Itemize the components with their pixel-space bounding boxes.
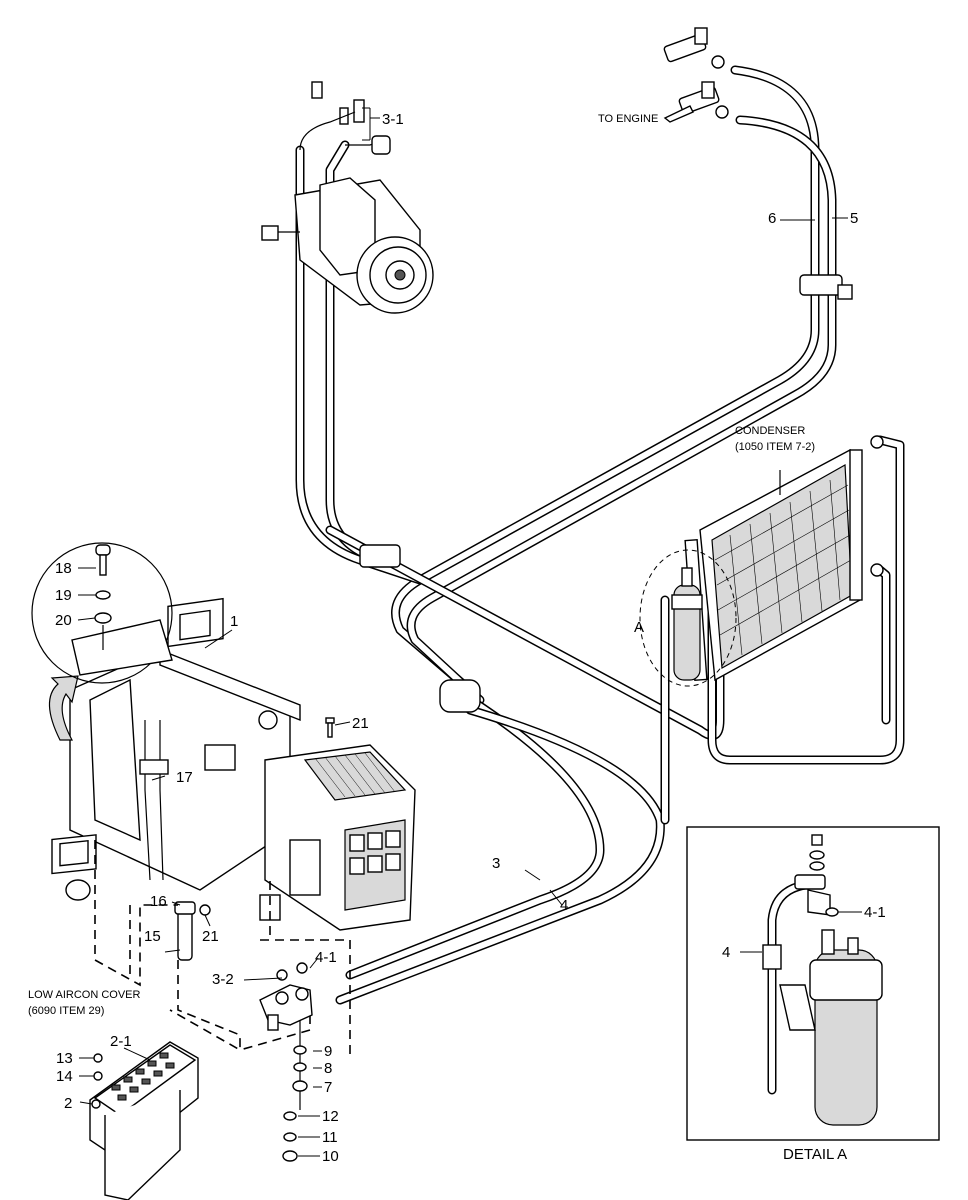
condenser-ref: (1050 ITEM 7-2) bbox=[735, 441, 815, 453]
callout-20: 20 bbox=[55, 612, 72, 629]
callout-18: 18 bbox=[55, 560, 72, 577]
callout-leaders bbox=[77, 107, 862, 1157]
callout-17: 17 bbox=[176, 769, 193, 786]
callout-13: 13 bbox=[56, 1050, 73, 1067]
callout-3-2: 3-2 bbox=[212, 971, 234, 988]
expansion-valve-block bbox=[259, 962, 313, 1162]
condenser-label: CONDENSER bbox=[735, 425, 805, 437]
hose-clamps bbox=[359, 274, 853, 713]
callout-21-bottom: 21 bbox=[202, 928, 219, 945]
callout-1: 1 bbox=[230, 613, 238, 630]
low-cover-label: LOW AIRCON COVER bbox=[28, 989, 141, 1001]
low-cover-ref: (6090 ITEM 29) bbox=[28, 1005, 104, 1017]
callout-14: 14 bbox=[56, 1068, 73, 1085]
detail-a-panel bbox=[686, 826, 940, 1141]
detail-a-title: DETAIL A bbox=[783, 1146, 847, 1163]
hose-lines bbox=[295, 65, 905, 1005]
detail-callout-4: 4 bbox=[722, 944, 730, 961]
low-aircon-cover-outline bbox=[94, 840, 351, 1060]
detail-callout-4-1: 4-1 bbox=[864, 904, 886, 921]
callout-5: 5 bbox=[850, 210, 858, 227]
callout-12: 12 bbox=[322, 1108, 339, 1125]
callout-8: 8 bbox=[324, 1060, 332, 1077]
callout-19: 19 bbox=[55, 587, 72, 604]
callout-4: 4 bbox=[560, 897, 568, 914]
detail-a-marker: A bbox=[634, 619, 644, 636]
receiver-drier bbox=[639, 549, 737, 687]
callout-2: 2 bbox=[64, 1095, 72, 1112]
engine-couplings bbox=[663, 27, 729, 123]
callout-6: 6 bbox=[768, 210, 776, 227]
callout-7: 7 bbox=[324, 1079, 332, 1096]
bolt-21-top bbox=[325, 717, 335, 738]
callout-15: 15 bbox=[144, 928, 161, 945]
callout-10: 10 bbox=[322, 1148, 339, 1165]
condenser bbox=[684, 435, 884, 682]
callout-16: 16 bbox=[150, 893, 167, 910]
inset-bolt-detail bbox=[31, 542, 173, 684]
control-panel bbox=[89, 1041, 199, 1200]
drain-hose bbox=[174, 901, 211, 961]
callout-21-top: 21 bbox=[352, 715, 369, 732]
callout-11: 11 bbox=[322, 1129, 338, 1146]
callout-9: 9 bbox=[324, 1043, 332, 1060]
compressor bbox=[261, 81, 434, 314]
callout-3-1: 3-1 bbox=[382, 111, 404, 128]
callout-4-1: 4-1 bbox=[315, 949, 337, 966]
heater-unit bbox=[48, 597, 416, 931]
callout-3: 3 bbox=[492, 855, 500, 872]
to-engine-label: TO ENGINE bbox=[598, 113, 658, 125]
callout-2-1: 2-1 bbox=[110, 1033, 132, 1050]
